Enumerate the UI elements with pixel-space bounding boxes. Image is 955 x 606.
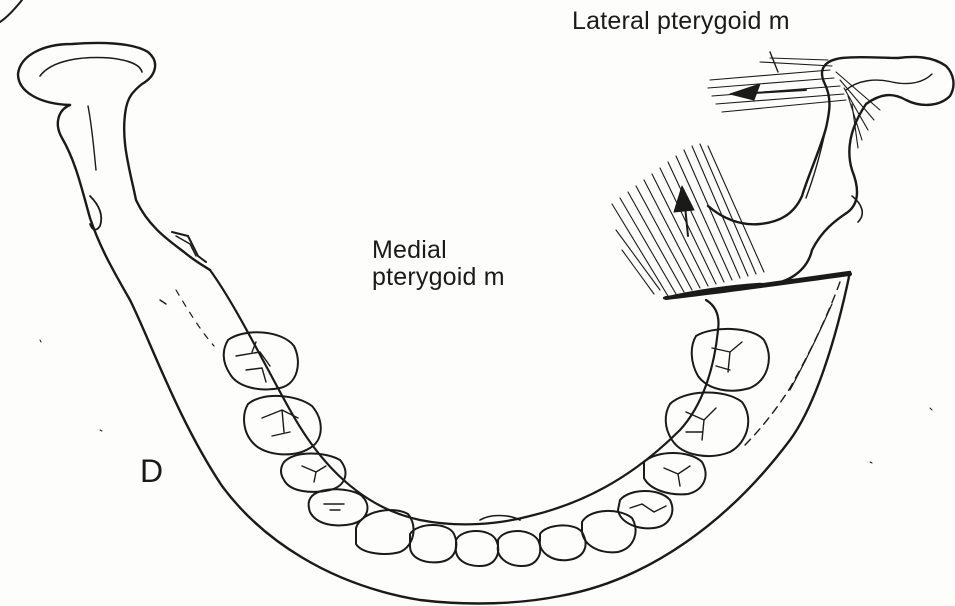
lateral-pterygoid-label: Lateral pterygoid m: [572, 8, 790, 35]
teeth: [224, 329, 769, 566]
tooth: [692, 329, 769, 391]
medial-pterygoid-label-line1: Medial: [372, 237, 505, 264]
speckles: [40, 340, 932, 463]
dot-mark: [160, 300, 166, 304]
muscle-cut-edge: [666, 274, 850, 298]
left-ramus-ridge: [88, 106, 96, 170]
tooth: [410, 525, 456, 562]
panel-letter: D: [140, 454, 163, 489]
right-ramus-ridge: [806, 128, 826, 198]
tooth: [644, 453, 706, 494]
left-condyle: [18, 43, 210, 270]
tooth: [498, 531, 541, 566]
tooth: [456, 531, 499, 566]
medial-pterygoid-label-line2: pterygoid m: [372, 264, 505, 291]
left-mylohyoid-line: [176, 290, 214, 346]
corner-arc: [0, 0, 22, 22]
left-condyle-contour: [40, 58, 142, 76]
tooth: [309, 489, 368, 525]
tooth: [582, 511, 636, 552]
medial-pterygoid-label: Medial pterygoid m: [372, 237, 505, 291]
medial-pterygoid-muscle: [612, 144, 764, 296]
lateral-label-leader: [770, 52, 778, 72]
tooth: [666, 392, 749, 456]
lateral-pterygoid-muscle: [708, 58, 880, 148]
tooth: [224, 332, 298, 389]
right-condyle-contour: [846, 74, 932, 90]
tooth: [618, 491, 672, 528]
right-ramus-bump: [852, 196, 862, 222]
tooth: [540, 525, 586, 560]
tooth: [244, 396, 321, 454]
